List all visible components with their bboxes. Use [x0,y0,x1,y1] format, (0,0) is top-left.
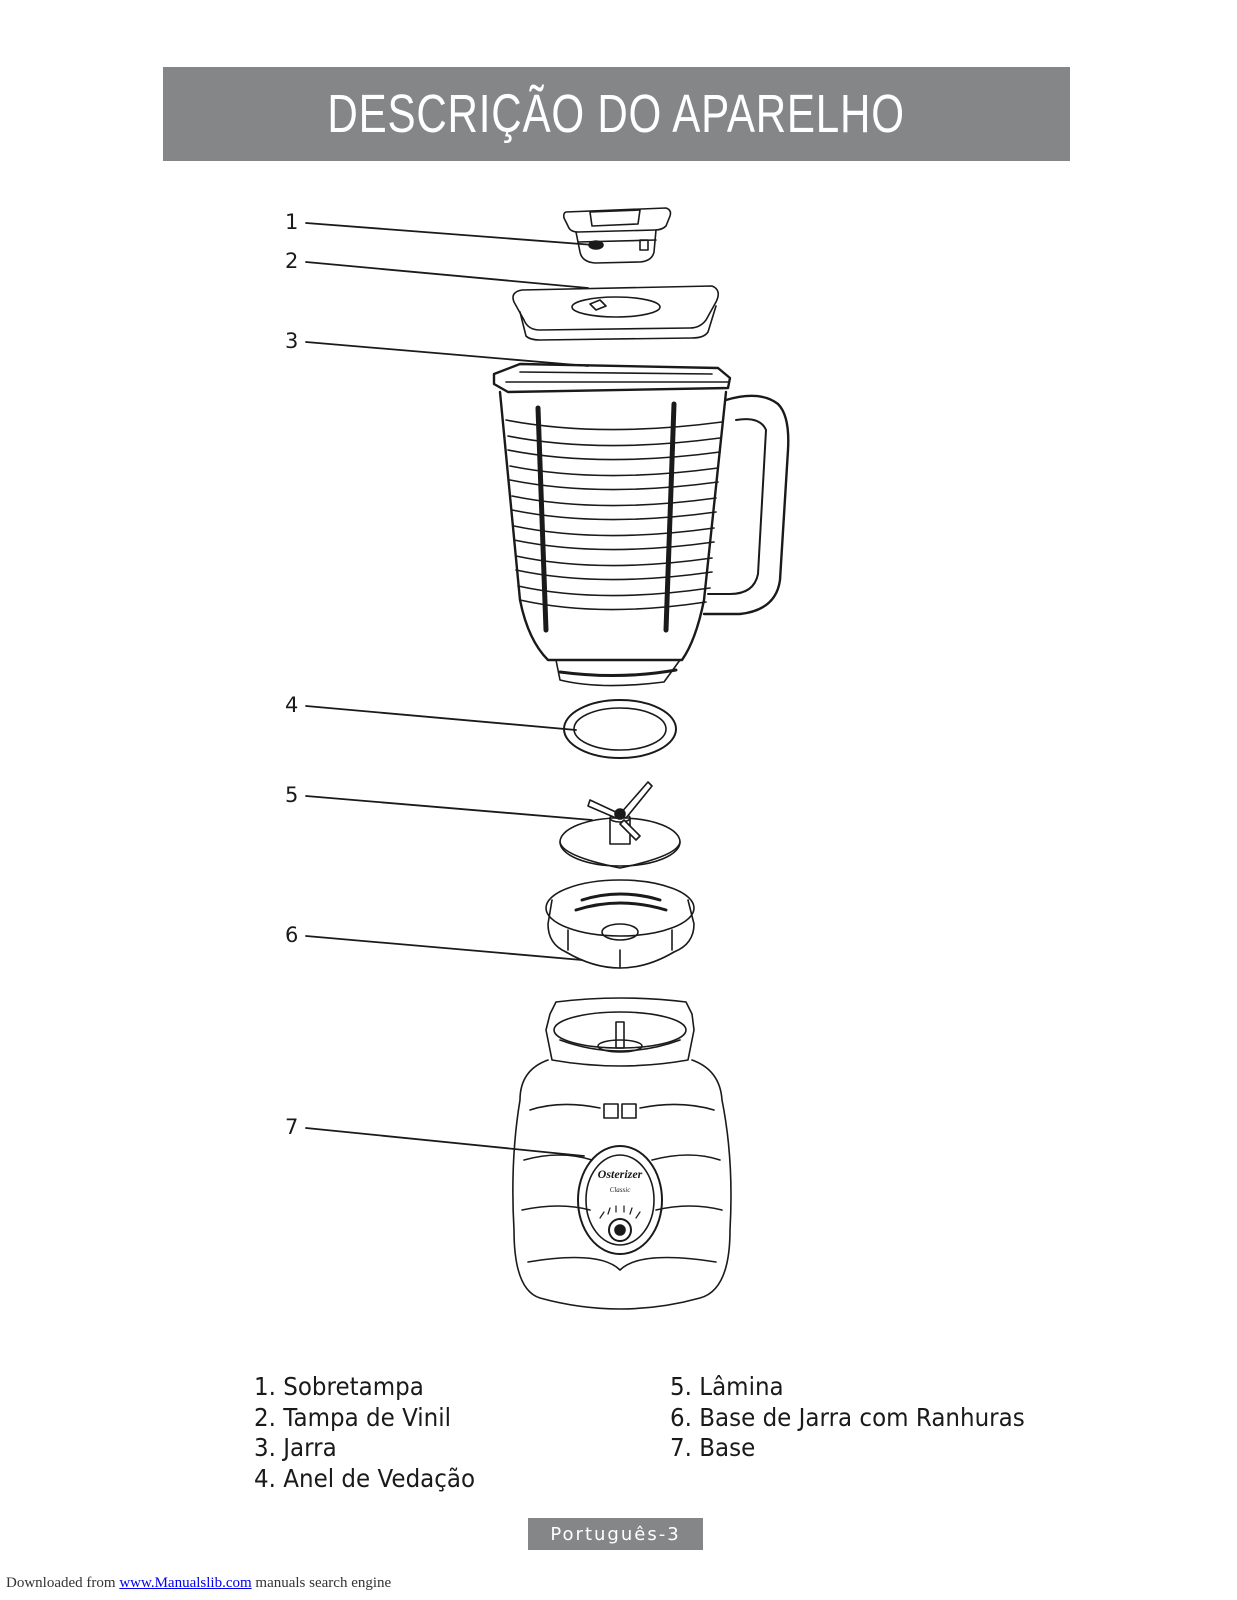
callout-number-4: 4 [285,693,299,717]
parts-list-item: 2. Tampa de Vinil [254,1402,452,1432]
jar-drawing [492,362,790,687]
callout-number-2: 2 [285,249,299,273]
parts-list-item: 6. Base de Jarra com Ranhuras [670,1402,1025,1432]
download-prefix: Downloaded from [6,1575,120,1591]
parts-list-item: 1. Sobretampa [254,1372,424,1401]
base-brand-label: Osterizer [598,1167,643,1181]
callout-number-1: 1 [285,210,299,234]
motor-base-drawing [512,997,732,1310]
page-header-bar: DESCRIÇÃO DO APARELHO [163,67,1070,161]
blender-exploded-diagram: Osterizer Classic [305,207,790,1310]
parts-list-right: 5. Lâmina 6. Base de Jarra com Ranhuras … [670,1372,1056,1464]
callout-number-6: 6 [285,923,299,947]
parts-list-item: 5. Lâmina [670,1372,784,1401]
blade-drawing [559,781,681,869]
lid-cap-drawing [562,207,672,264]
page-title: DESCRIÇÃO DO APARELHO [327,84,906,144]
parts-list-item: 3. Jarra [254,1433,337,1462]
download-attribution: Downloaded from www.Manualslib.com manua… [6,1575,391,1592]
sealing-ring-drawing [563,699,677,759]
callout-number-7: 7 [285,1115,299,1139]
parts-list-item: 7. Base [670,1433,756,1462]
callout-number-5: 5 [285,783,299,807]
download-suffix: manuals search engine [251,1575,392,1591]
parts-list-left: 1. Sobretampa 2. Tampa de Vinil 3. Jarra… [254,1372,494,1494]
parts-list-item: 4. Anel de Vedação [254,1463,476,1493]
manualslib-link[interactable]: www.Manualslib.com [119,1575,252,1591]
callout-number-3: 3 [285,329,299,353]
vinyl-lid-drawing [512,285,720,341]
page-number-label: Português-3 [550,1523,681,1545]
threaded-jar-base-drawing [545,879,695,969]
base-model-label: Classic [610,1186,632,1194]
page-number-tab: Português-3 [528,1518,703,1550]
leader-lines [305,222,595,1157]
